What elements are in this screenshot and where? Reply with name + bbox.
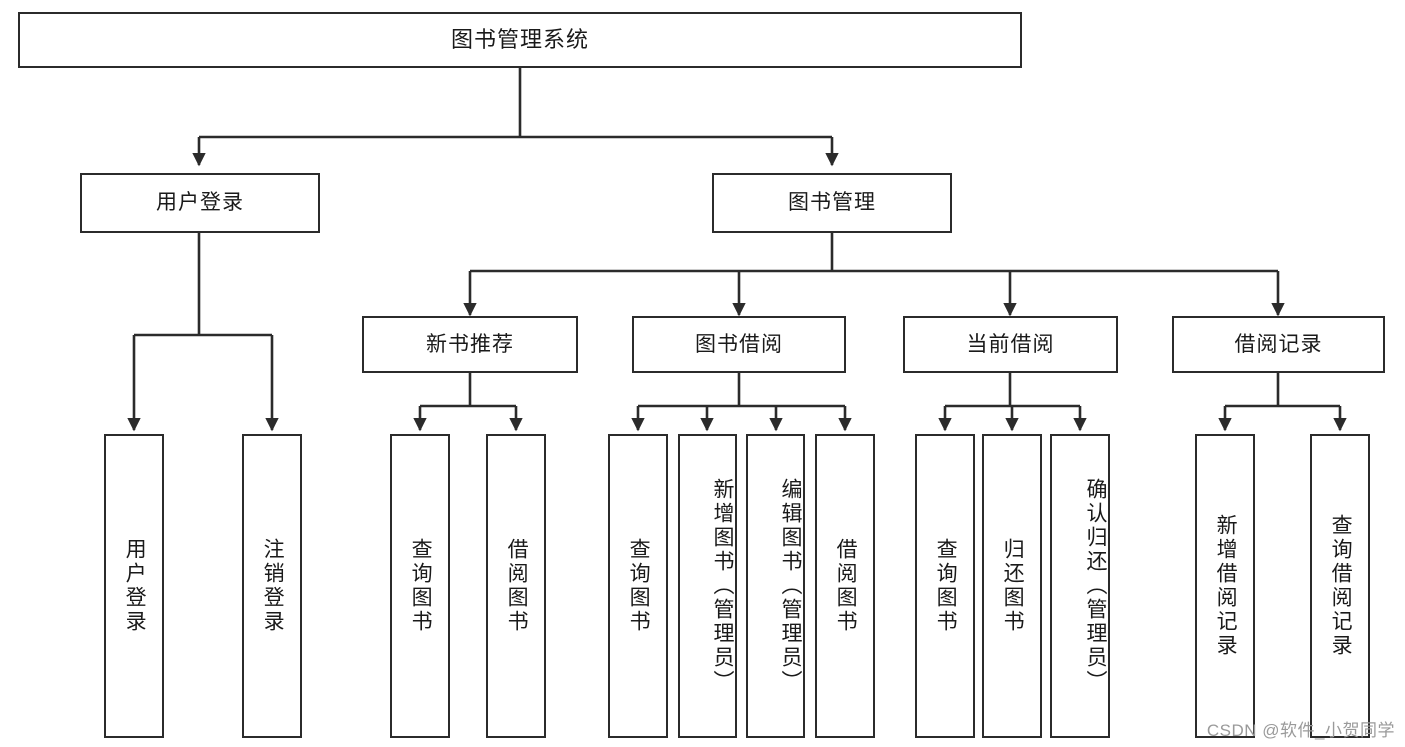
leaf-book-borrow-borrow[interactable]: 借阅图书 [815, 434, 875, 738]
csdn-watermark: CSDN @软件_小贺同学 [1206, 721, 1395, 740]
leaf-user-login-login[interactable]: 用户登录 [104, 434, 164, 738]
leaf-new-book-query[interactable]: 查询图书 [390, 434, 450, 738]
node-new-book-recommend[interactable]: 新书推荐 [362, 316, 578, 373]
leaf-user-login-logout[interactable]: 注销登录 [242, 434, 302, 738]
leaf-new-book-borrow[interactable]: 借阅图书 [486, 434, 546, 738]
leaf-book-borrow-edit-admin[interactable]: 编辑图书（管理员） [746, 434, 805, 738]
node-borrow-record[interactable]: 借阅记录 [1172, 316, 1385, 373]
node-book-borrow[interactable]: 图书借阅 [632, 316, 846, 373]
node-current-borrow[interactable]: 当前借阅 [903, 316, 1118, 373]
node-book-management[interactable]: 图书管理 [712, 173, 952, 233]
leaf-borrow-record-query[interactable]: 查询借阅记录 [1310, 434, 1370, 738]
leaf-current-borrow-confirm-admin[interactable]: 确认归还（管理员） [1050, 434, 1110, 738]
leaf-book-borrow-add-admin[interactable]: 新增图书（管理员） [678, 434, 737, 738]
leaf-borrow-record-add[interactable]: 新增借阅记录 [1195, 434, 1255, 738]
leaf-current-borrow-query[interactable]: 查询图书 [915, 434, 975, 738]
node-root-system[interactable]: 图书管理系统 [18, 12, 1022, 68]
leaf-current-borrow-return[interactable]: 归还图书 [982, 434, 1042, 738]
node-user-login[interactable]: 用户登录 [80, 173, 320, 233]
leaf-book-borrow-query[interactable]: 查询图书 [608, 434, 668, 738]
